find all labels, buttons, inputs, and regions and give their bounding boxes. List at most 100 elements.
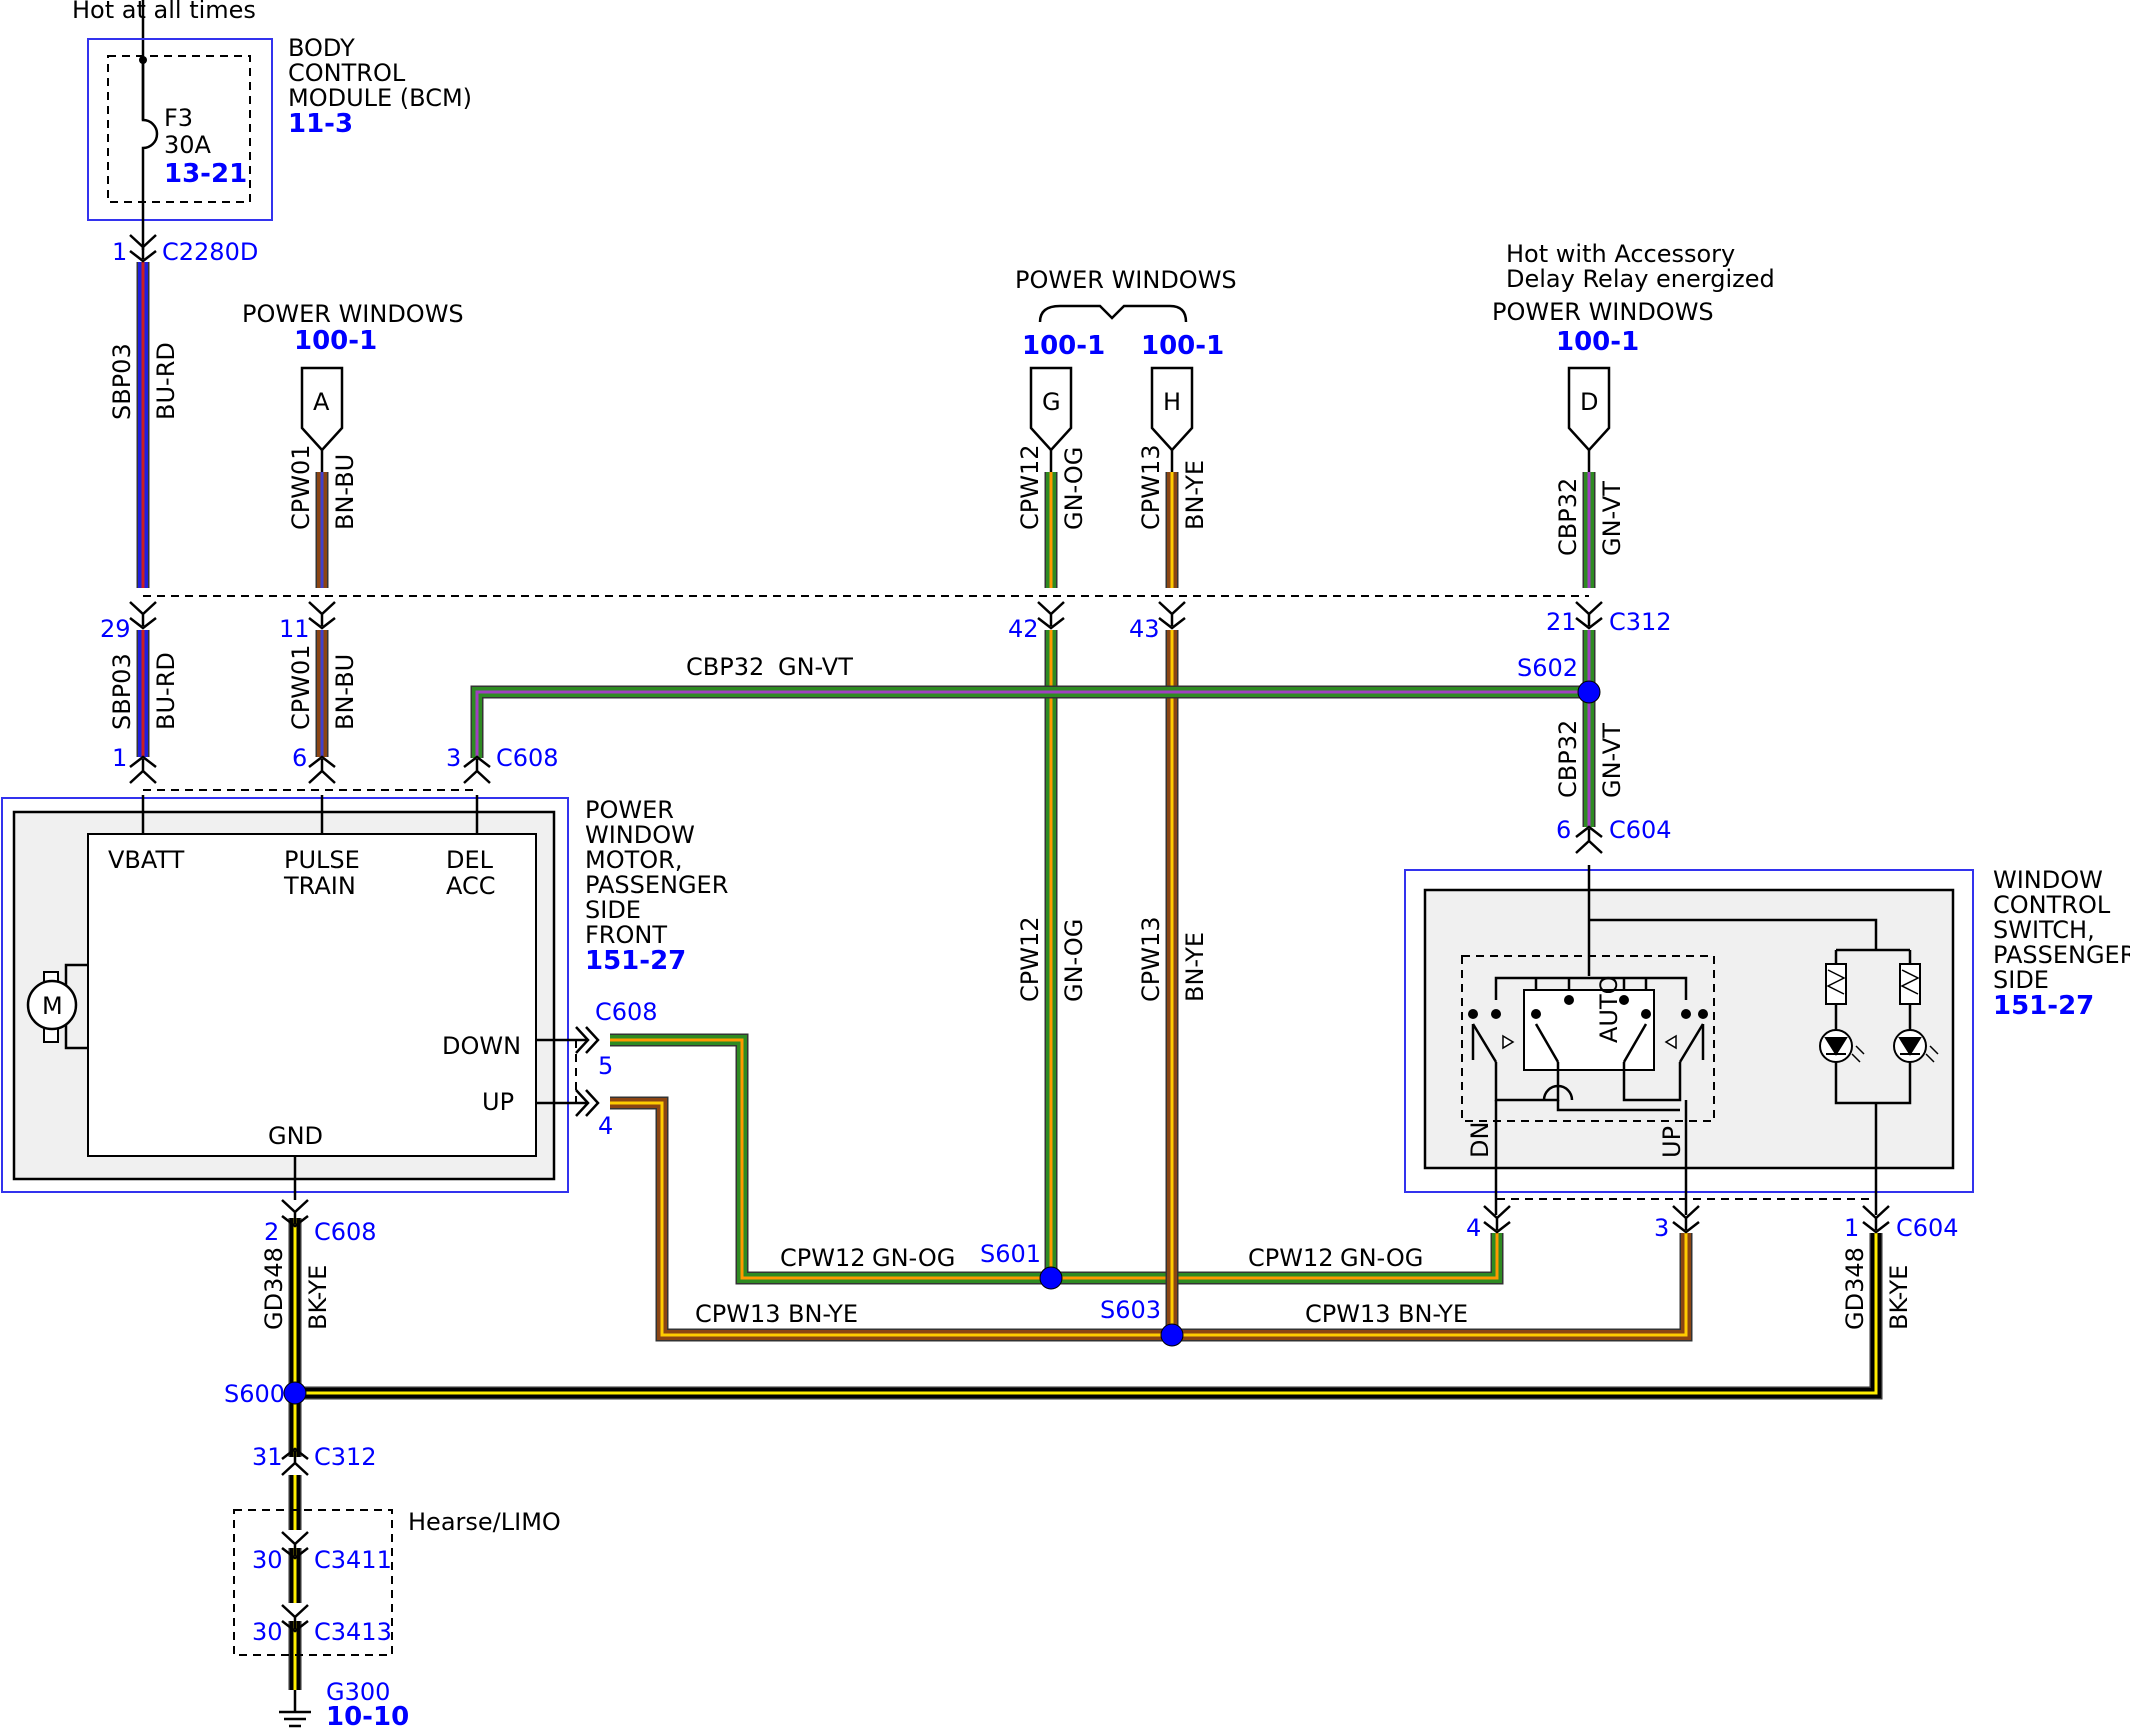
pw-h-ref-link[interactable]: 100-1 <box>1141 331 1224 361</box>
connector-chevron-icon <box>1037 601 1065 630</box>
gd348-color-left: BK-YE <box>304 1265 332 1330</box>
motor-title-1: POWER <box>585 796 674 824</box>
supply-label: Hot at all times <box>72 0 256 24</box>
motor-pin-pulse-2: TRAIN <box>283 872 356 900</box>
c312-top-name: C312 <box>1609 608 1672 636</box>
c2280d-pin: 1 <box>112 238 127 266</box>
c312-pin-29: 29 <box>100 615 131 643</box>
connector-chevron-icon <box>308 755 336 784</box>
splice-s602[interactable] <box>1577 680 1601 704</box>
splice-s601[interactable] <box>1039 1266 1063 1290</box>
connector-c312-bottom[interactable]: 31 C312 <box>252 1443 377 1476</box>
c604-pin-6: 6 <box>1556 816 1571 844</box>
switch-title-2: CONTROL <box>1993 891 2111 919</box>
c312-pin-43: 43 <box>1129 615 1160 643</box>
switch-title-5: SIDE <box>1993 966 2049 994</box>
c3413-pin: 30 <box>252 1618 283 1646</box>
switch-ref-link[interactable]: 151-27 <box>1993 991 2094 1021</box>
wire-gd348-switch-ground[interactable] <box>295 1233 1881 1398</box>
splice-s600[interactable] <box>283 1381 307 1405</box>
motor-title-4: PASSENGER <box>585 871 728 899</box>
power-windows-gh-ref: POWER WINDOWS 100-1 100-1 G H <box>1015 266 1237 472</box>
pw-d-title: POWER WINDOWS <box>1492 298 1714 326</box>
c608-right-name: C608 <box>595 998 658 1026</box>
pw-a-ref-link[interactable]: 100-1 <box>294 326 377 356</box>
ground-ref-link[interactable]: 10-10 <box>326 1702 409 1729</box>
splice-s601-label: S601 <box>980 1240 1041 1268</box>
connector-chevron-icon <box>281 1199 309 1228</box>
c608-top-name: C608 <box>496 744 559 772</box>
c3411-name: C3411 <box>314 1546 392 1574</box>
c2280d-name: C2280D <box>162 238 258 266</box>
c3411-pin: 30 <box>252 1546 283 1574</box>
pw-g-ref-link[interactable]: 100-1 <box>1022 331 1105 361</box>
cbp32-circuit-lower: CBP32 <box>1554 720 1582 798</box>
pw-h-letter: H <box>1163 388 1181 416</box>
pw-a-offpage-icon[interactable] <box>300 366 344 452</box>
pw-g-letter: G <box>1042 388 1061 416</box>
fuse-ref-link[interactable]: 13-21 <box>164 159 247 189</box>
connector-chevron-icon <box>281 1447 309 1476</box>
pw-d-letter: D <box>1580 388 1598 416</box>
connector-chevron-icon <box>281 1604 309 1633</box>
window-control-switch: AUTO DN UP WINDOW CONTROL SWITCH, PASSEN… <box>1404 865 2130 1215</box>
pw-d-offpage-icon[interactable] <box>1567 366 1611 452</box>
c312-pin-31: 31 <box>252 1443 283 1471</box>
connector-c608-right[interactable]: C608 5 4 <box>536 998 658 1140</box>
switch-dn-label: DN <box>1466 1122 1494 1158</box>
hearse-limo-option: Hearse/LIMO 30 C3411 30 C3413 <box>233 1508 561 1656</box>
wire-gd348-switch-ground-tracer <box>295 1233 1878 1395</box>
pw-h-offpage-icon[interactable] <box>1150 366 1194 452</box>
connector-chevron-icon <box>575 1089 600 1117</box>
motor-pin-pulse-1: PULSE <box>284 846 360 874</box>
connector-c608-top[interactable]: 1 6 3 C608 <box>112 744 559 791</box>
pw-d-ref-link[interactable]: 100-1 <box>1556 327 1639 357</box>
fuse-icon[interactable] <box>141 60 159 250</box>
bcm-fuse-box <box>107 55 251 203</box>
connector-c3411[interactable] <box>281 1531 309 1560</box>
cbp32-circuit-upper: CBP32 <box>1554 478 1582 556</box>
connector-chevron-icon <box>129 234 157 263</box>
splice-s603[interactable] <box>1160 1323 1184 1347</box>
pw-a-title: POWER WINDOWS <box>242 300 464 328</box>
bcm-title-2: CONTROL <box>288 59 406 87</box>
connector-c312-top[interactable]: 29 11 42 43 21 C312 <box>100 595 1672 643</box>
connector-c604-top[interactable]: 6 C604 <box>1556 816 1672 854</box>
splices: S602 S601 S603 S600 <box>224 654 1601 1408</box>
fuse-name: F3 <box>164 104 193 132</box>
connector-c604-bottom[interactable]: 4 3 1 C604 <box>1466 1198 1959 1242</box>
switch-outline[interactable] <box>1404 869 1974 1193</box>
cpw12-loop-circuit: CPW12 <box>780 1244 866 1272</box>
c312-pin-21: 21 <box>1546 608 1577 636</box>
gd348-color-right: BK-YE <box>1885 1265 1913 1330</box>
c604-pin-1: 1 <box>1844 1214 1859 1242</box>
hearse-limo-box <box>233 1509 393 1656</box>
wire-cbp32-horizontal[interactable] <box>472 687 1589 758</box>
switch-auto-label: AUTO <box>1595 975 1623 1043</box>
connector-chevron-icon <box>129 601 157 630</box>
motor-pin-gnd: GND <box>268 1122 323 1150</box>
motor-ref-link[interactable]: 151-27 <box>585 946 686 976</box>
connector-c3413[interactable] <box>281 1604 309 1633</box>
pw-g-offpage-icon[interactable] <box>1029 366 1073 452</box>
c3413-name: C3413 <box>314 1618 392 1646</box>
cpw01-color-upper: BN-BU <box>331 454 359 530</box>
cpw13-color-mid: BN-YE <box>1181 932 1209 1002</box>
cpw13-circuit-upper: CPW13 <box>1137 445 1165 531</box>
connector-c608-bottom[interactable]: 2 C608 <box>264 1199 377 1246</box>
splice-s603-label: S603 <box>1100 1296 1161 1324</box>
bcm-ref-link[interactable]: 11-3 <box>288 109 353 139</box>
ground-name: G300 <box>326 1678 390 1706</box>
switch-up-label: UP <box>1658 1126 1686 1158</box>
wire-cbp32-horizontal-tracer <box>475 690 1589 758</box>
motor-pin-del-2: ACC <box>446 872 496 900</box>
power-windows-d-ref: Hot with Accessory Delay Relay energized… <box>1492 240 1775 472</box>
ground-g300: G300 10-10 <box>279 1678 409 1729</box>
c608-bottom-name: C608 <box>314 1218 377 1246</box>
cpw13-color-upper: BN-YE <box>1181 460 1209 530</box>
connector-c2280d[interactable] <box>129 234 157 263</box>
motor-outline[interactable] <box>1 797 569 1193</box>
pw-gh-title: POWER WINDOWS <box>1015 266 1237 294</box>
bcm-outline[interactable] <box>87 38 273 221</box>
